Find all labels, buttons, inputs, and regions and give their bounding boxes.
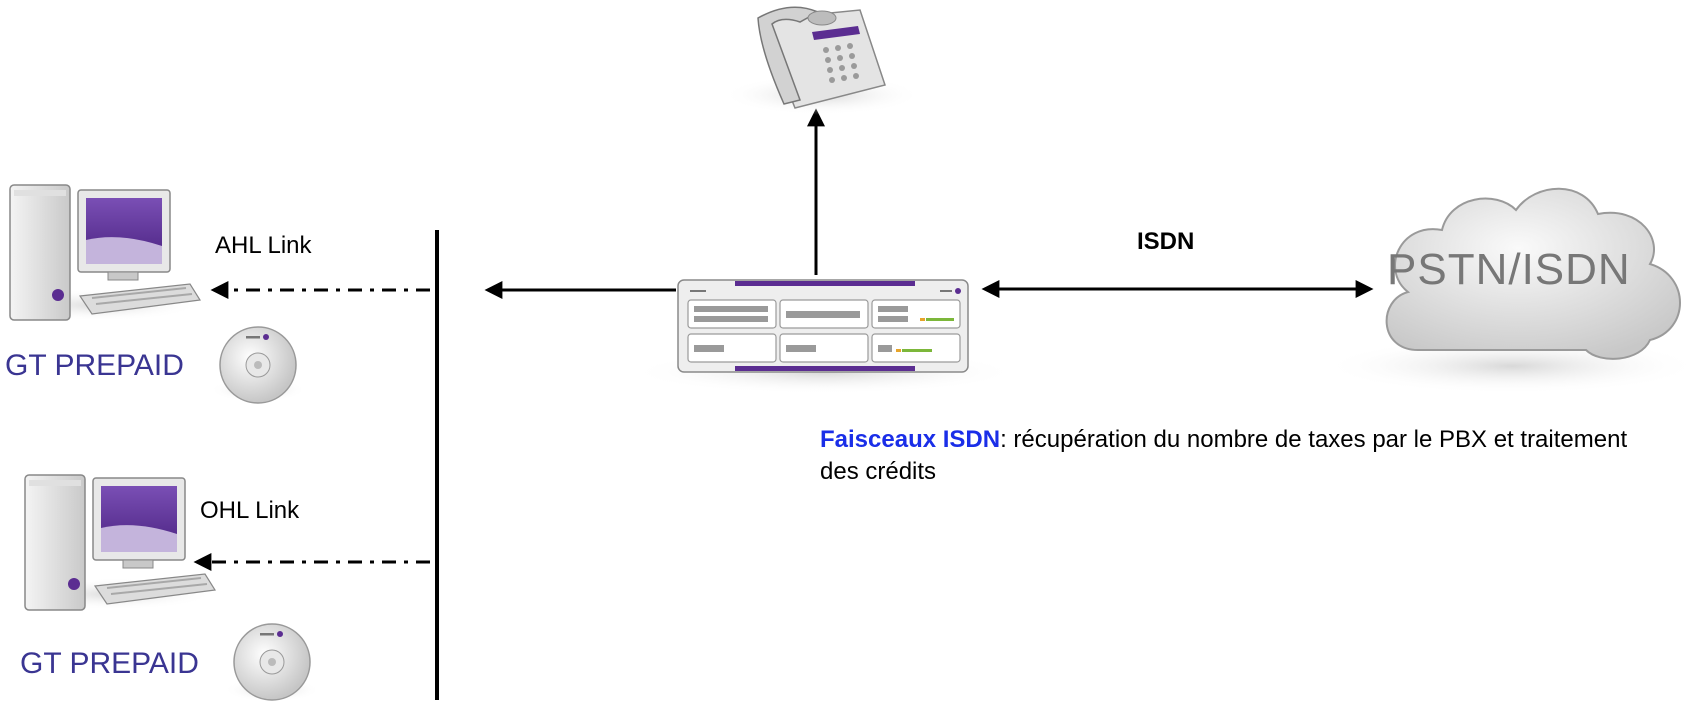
desk-phone-icon: [722, 6, 922, 115]
desktop-computer-icon: [0, 184, 202, 321]
note-body: : récupération du nombre de taxes par le…: [820, 426, 1628, 485]
ahl-link-label: AHL Link: [215, 232, 312, 259]
desktop-computer-icon: [15, 474, 217, 611]
cloud-icon: [1322, 187, 1700, 394]
cd-disc-icon: [224, 623, 320, 702]
isdn-label: ISDN: [1137, 228, 1195, 255]
ohl-link-label: OHL Link: [200, 497, 300, 524]
cloud-label: PSTN/ISDN: [1387, 245, 1631, 294]
note-highlight: Faisceaux ISDN: [820, 426, 1001, 453]
pbx-server-icon: [629, 279, 1019, 394]
note-text: Faisceaux ISDN: récupération du nombre d…: [820, 424, 1640, 488]
gt-prepaid-label: GT PREPAID: [5, 349, 184, 382]
cd-disc-icon: [210, 326, 306, 404]
gt-prepaid-label: GT PREPAID: [20, 647, 199, 680]
